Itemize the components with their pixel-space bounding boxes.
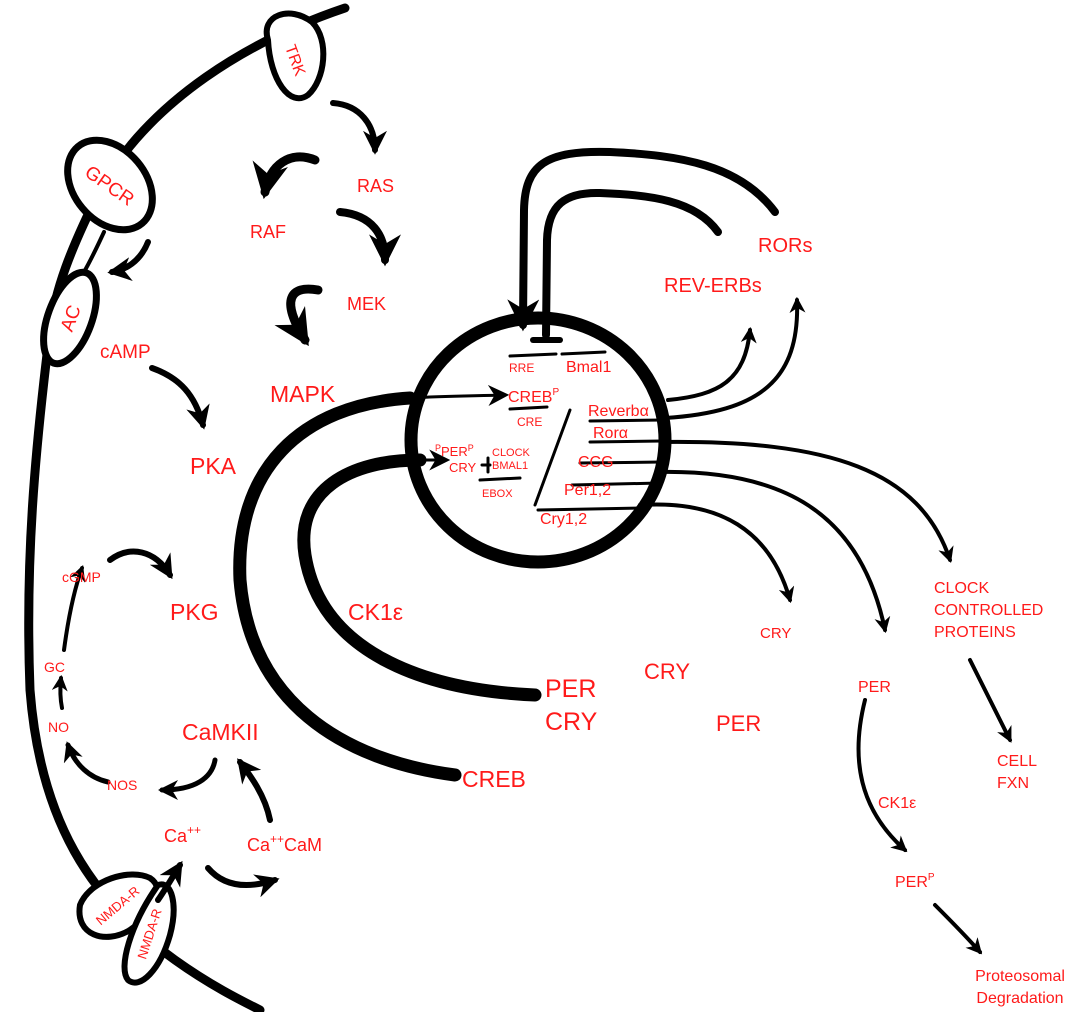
gpcr-ac-connector <box>84 232 104 272</box>
raf-mek-arrow <box>340 212 385 260</box>
cry-mid-label: CRY <box>644 659 690 684</box>
camp-label: cAMP <box>100 342 151 363</box>
per-output-label: PER <box>858 679 891 696</box>
per-mid-label: PER <box>716 711 761 736</box>
gpcr-ac-arrow <box>112 242 148 272</box>
ck1e-label: CK1ε <box>348 599 403 625</box>
cgmp-label: cGMP <box>62 569 101 585</box>
ebox-label: EBOX <box>482 488 513 500</box>
camp-pka-arrow <box>152 368 203 425</box>
ca-cacam-arrow <box>208 868 275 885</box>
clock-label: CLOCK <box>492 447 531 459</box>
reverba-label: Reverbα <box>588 403 649 420</box>
gpcr-receptor: GPCR <box>50 124 169 247</box>
per12-per-arrow <box>660 472 885 630</box>
mek-label: MEK <box>347 294 386 314</box>
per-cry-per-label: PER <box>545 675 596 703</box>
creb-label: CREB <box>462 766 526 792</box>
bmal1-caps-label: BMAL1 <box>492 460 528 472</box>
reverba-reverbs-arrow <box>668 330 750 400</box>
cre-label: CRE <box>517 415 542 429</box>
ccg-ccp-arrow <box>662 442 950 560</box>
pka-label: PKA <box>190 453 237 479</box>
perp-degradation-arrow <box>935 905 980 952</box>
ras-label: RAS <box>357 176 394 196</box>
per12-label: Per1,2 <box>564 482 611 499</box>
pkg-label: PKG <box>170 599 219 625</box>
ccg-label: CCG <box>578 454 614 471</box>
rors-label: RORs <box>758 235 812 257</box>
mapk-label: MAPK <box>270 381 336 407</box>
ror-rre-arrow <box>523 152 775 325</box>
per-p-label: PERP <box>895 872 935 891</box>
trk-receptor: TRK <box>267 14 324 99</box>
rora-rors-arrow <box>665 300 797 418</box>
cry12-label: Cry1,2 <box>540 511 587 528</box>
creb-p-label: CREBP <box>508 387 559 406</box>
per-cry-cry-label: CRY <box>545 708 598 736</box>
rev-erbs-label: REV-ERBs <box>664 275 762 297</box>
rre-label: RRE <box>509 361 534 375</box>
ccp-cellfxn-arrow <box>970 660 1010 740</box>
gc-label: GC <box>44 659 65 675</box>
no-label: NO <box>48 719 69 735</box>
ck1e-output-label: CK1ε <box>878 795 916 812</box>
no-gc-arrow <box>60 678 62 708</box>
raf-label: RAF <box>250 222 286 242</box>
reverb-rre-inhibit <box>546 193 718 335</box>
cacam-camkii-arrow <box>240 762 270 820</box>
ac-receptor: AC <box>33 265 107 370</box>
trk-ras-arrow <box>333 103 375 150</box>
nos-no-arrow <box>68 745 108 782</box>
cacam-label: Ca++CaM <box>247 832 322 855</box>
ras-raf-arrow <box>265 157 315 192</box>
mek-mapk-arrow <box>291 289 318 340</box>
cry-nucleus-label: CRY <box>449 460 477 475</box>
rora-label: Rorα <box>593 425 628 442</box>
bmal1-label: Bmal1 <box>566 359 611 376</box>
cgmp-pkg-arrow <box>110 552 170 575</box>
ca-label: Ca++ <box>164 823 201 846</box>
camkii-label: CaMKII <box>182 719 259 745</box>
per-ck1e-arrow <box>858 700 905 850</box>
camkii-nos-arrow <box>162 760 215 790</box>
cry12-cry-arrow <box>640 504 790 600</box>
nos-label: NOS <box>107 777 137 793</box>
cry-output-label: CRY <box>760 625 791 642</box>
